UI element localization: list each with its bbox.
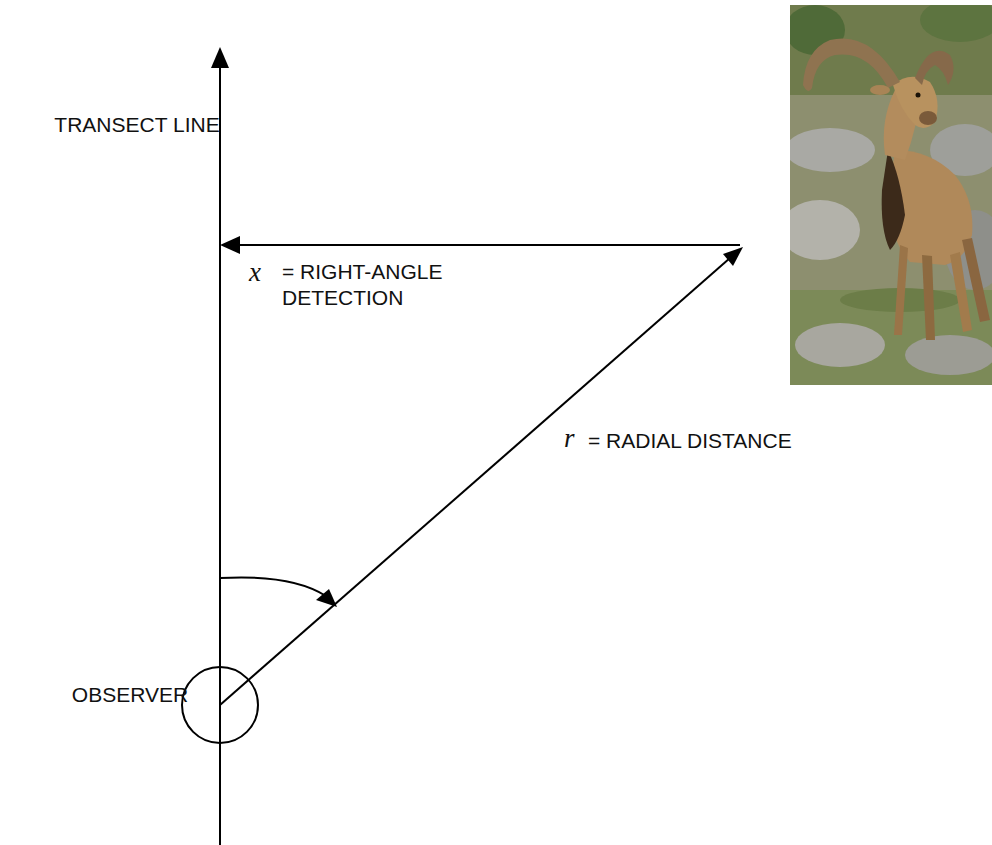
- radial-arrow: [220, 258, 730, 705]
- angle-arc: [220, 577, 326, 596]
- transect-line: [219, 64, 221, 845]
- detection-arrow: [236, 244, 740, 246]
- arrow-head: [723, 247, 743, 266]
- ibex-photo: [780, 0, 992, 385]
- observer-label: OBSERVER: [60, 682, 200, 708]
- arrow-head: [316, 589, 337, 607]
- arrow-head: [220, 236, 240, 254]
- arrow-head: [211, 47, 229, 68]
- axis-label: TRANSECT LINE: [48, 112, 226, 138]
- variable-definition: = RADIAL DISTANCE: [588, 428, 792, 454]
- observer-circle: [182, 667, 258, 743]
- variable-symbol: r: [564, 423, 575, 453]
- variable-symbol: x: [249, 257, 261, 287]
- variable-definition: = RIGHT-ANGLE DETECTION: [282, 259, 532, 311]
